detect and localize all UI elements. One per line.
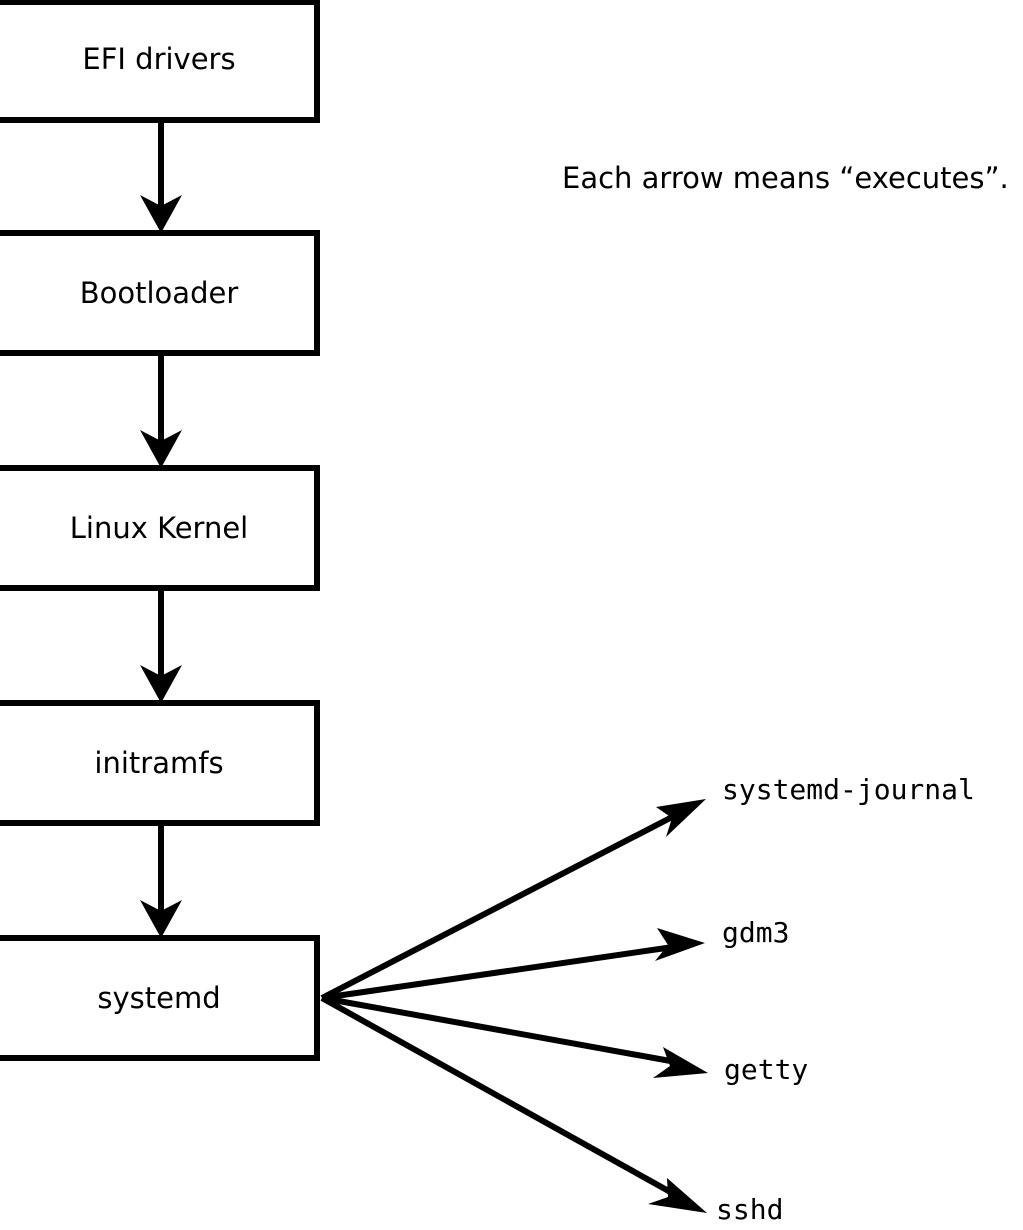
node-box — [0, 700, 320, 826]
node-linux-kernel[interactable]: Linux Kernel — [0, 465, 320, 591]
node-box — [0, 935, 320, 1061]
node-systemd[interactable]: systemd — [0, 935, 320, 1061]
node-label: Bootloader — [80, 276, 239, 310]
leaf-label-sshd: sshd — [716, 1193, 783, 1226]
chain-edge-kernel-to-initramfs — [140, 588, 182, 703]
node-initramfs[interactable]: initramfs — [0, 700, 320, 826]
edge-line — [321, 944, 674, 1001]
node-box — [0, 0, 320, 123]
arrowhead-icon — [653, 1047, 708, 1078]
arrowhead-down-icon — [140, 665, 182, 703]
arrowhead-down-icon — [140, 430, 182, 468]
diagram-caption: Each arrow means “executes”. — [562, 161, 1009, 195]
chain-edge-initramfs-to-systemd — [140, 823, 182, 938]
edge-line — [320, 995, 676, 1197]
leaf-label-systemd-journal: systemd-journal — [722, 773, 975, 806]
node-label: initramfs — [94, 746, 223, 780]
edge-line — [320, 812, 678, 1001]
arrowhead-icon — [648, 1178, 707, 1213]
fanout-edge-getty — [321, 995, 708, 1078]
node-label: systemd — [97, 981, 220, 1015]
arrowhead-down-icon — [140, 900, 182, 938]
leaf-label-gdm3: gdm3 — [722, 916, 789, 949]
arrowhead-icon — [655, 928, 705, 961]
leaf-label-getty: getty — [724, 1053, 808, 1086]
arrowhead-down-icon — [140, 195, 182, 233]
chain-edge-efi-to-bootloader — [140, 120, 182, 233]
node-label: Linux Kernel — [70, 511, 248, 545]
node-efi-drivers[interactable]: EFI drivers — [0, 0, 320, 123]
node-box — [0, 230, 320, 356]
fanout-edge-sshd — [320, 995, 707, 1213]
fanout-edge-gdm3 — [321, 928, 705, 1001]
chain-edge-bootloader-to-kernel — [140, 353, 182, 468]
node-box — [0, 465, 320, 591]
fanout-edge-systemd-journal — [320, 799, 706, 1001]
node-label: EFI drivers — [82, 42, 235, 76]
arrowhead-icon — [656, 799, 706, 837]
edge-line — [321, 995, 677, 1065]
node-bootloader[interactable]: Bootloader — [0, 230, 320, 356]
